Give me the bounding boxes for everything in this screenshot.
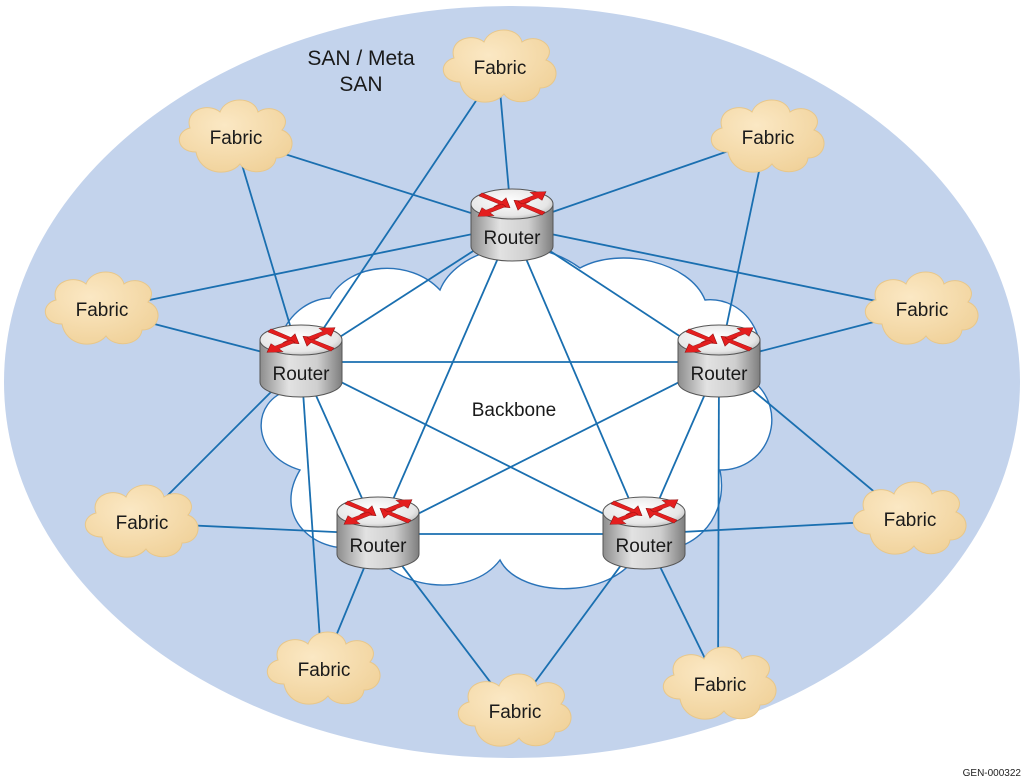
link-r-top-r-bottom-right	[511, 225, 645, 535]
router-label: Router	[690, 364, 748, 385]
link-f4-r-top	[99, 225, 513, 311]
router-top: Router	[470, 188, 554, 262]
link-f8-r-left	[300, 361, 323, 671]
link-f3-r-top	[511, 137, 767, 227]
san-region-label-line1: SAN / Meta	[307, 47, 415, 70]
fabric-shape	[85, 484, 199, 558]
fabric-cloud-3: Fabric	[711, 99, 825, 173]
fabric-shape	[45, 271, 159, 345]
router-bottom-right: Router	[602, 496, 686, 570]
router-label: Router	[483, 228, 541, 249]
router-arrows-icon	[343, 499, 413, 525]
link-r-left-r-bottom-right	[300, 361, 645, 535]
fabric-label: Fabric	[694, 675, 747, 696]
fabric-shape	[865, 271, 979, 345]
fabric-shape	[853, 481, 967, 555]
router-arrows-icon	[477, 191, 547, 217]
fabric-cloud-6: Fabric	[85, 484, 199, 558]
link-r-right-r-bottom-left	[377, 361, 720, 535]
router-right: Router	[677, 324, 761, 398]
router-body	[336, 511, 420, 570]
router-arrows-icon	[684, 327, 754, 353]
router-left: Router	[259, 324, 343, 398]
link-f3-r-right	[718, 137, 767, 363]
fabric-label: Fabric	[210, 128, 263, 149]
router-label: Router	[615, 536, 673, 557]
fabric-cloud-2: Fabric	[179, 99, 293, 173]
router-body	[602, 511, 686, 570]
san-region-label: SAN / Meta SAN	[276, 46, 446, 98]
fabric-shape	[663, 646, 777, 720]
fabric-label: Fabric	[474, 58, 527, 79]
fabric-cloud-9: Fabric	[458, 673, 572, 747]
fabric-shape	[267, 631, 381, 705]
router-body	[677, 339, 761, 398]
router-arrows-icon	[609, 499, 679, 525]
fabric-label: Fabric	[76, 300, 129, 321]
fabric-cloud-7: Fabric	[853, 481, 967, 555]
fabric-cloud-8: Fabric	[267, 631, 381, 705]
link-f10-r-right	[717, 361, 720, 686]
fabric-cloud-1: Fabric	[443, 29, 557, 103]
fabric-label: Fabric	[116, 513, 169, 534]
fabric-label: Fabric	[298, 660, 351, 681]
fabric-label: Fabric	[884, 510, 937, 531]
router-arrows-icon	[266, 327, 336, 353]
fabric-label: Fabric	[896, 300, 949, 321]
fabric-shape	[179, 99, 293, 173]
fabric-shape	[711, 99, 825, 173]
router-body	[259, 339, 343, 398]
link-r-top-r-bottom-left	[377, 225, 513, 535]
fabric-label: Fabric	[489, 702, 542, 723]
san-region-label-line2: SAN	[339, 73, 383, 96]
fabric-label: Fabric	[742, 128, 795, 149]
router-body	[470, 203, 554, 262]
fabric-shape	[458, 673, 572, 747]
link-f1-r-left	[300, 67, 499, 363]
fabric-shape	[443, 29, 557, 103]
router-label: Router	[349, 536, 407, 557]
fabric-cloud-4: Fabric	[45, 271, 159, 345]
link-f5-r-top	[511, 225, 921, 311]
fabric-cloud-10: Fabric	[663, 646, 777, 720]
link-f2-r-left	[233, 137, 302, 363]
router-bottom-left: Router	[336, 496, 420, 570]
router-label: Router	[272, 364, 330, 385]
backbone-label: Backbone	[472, 400, 557, 421]
document-id: GEN-000322	[962, 768, 1021, 779]
fabric-cloud-5: Fabric	[865, 271, 979, 345]
